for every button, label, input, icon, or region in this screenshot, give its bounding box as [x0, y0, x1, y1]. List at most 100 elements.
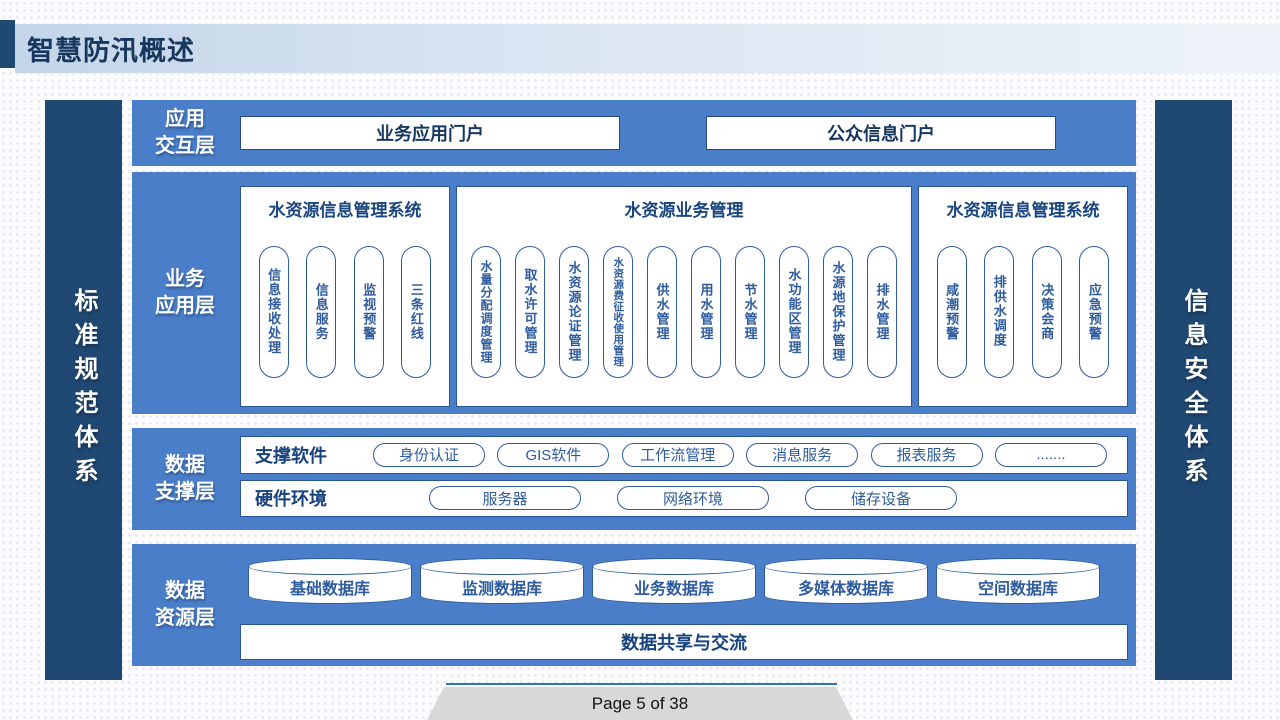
function-pill: 决策会商 [1031, 245, 1062, 378]
pillar-security-label: 信息安全体系 [1180, 288, 1207, 492]
function-pill: 水量分配调度管理 [471, 245, 501, 378]
layer-label-line: 应用层 [155, 295, 215, 317]
function-pills: 咸潮预警 排供水调度 决策会商 应急预警 [919, 221, 1127, 406]
database-cylinder: 空间数据库 [936, 558, 1100, 604]
function-pill: 应急预警 [1079, 245, 1110, 378]
function-pill-label: 水资源费征收使用管理 [612, 256, 625, 367]
support-pill: 消息服务 [746, 442, 859, 467]
architecture-diagram: 应用 交互层 业务应用门户 公众信息门户 业务 应用层 水资源信息管理系统 [132, 100, 1136, 666]
page-indicator: Page 5 of 38 [591, 693, 689, 713]
function-pill: 监视预警 [353, 245, 384, 378]
pillar-security: 信息安全体系 [1155, 100, 1232, 680]
support-pill: ....... [994, 442, 1107, 467]
layer-label-line: 业务 [165, 268, 205, 290]
support-row-label: 支撑软件 [255, 445, 327, 466]
portal-box: 业务应用门户 [240, 116, 620, 150]
layer-interaction-label: 应用 交互层 [132, 100, 238, 166]
cylinder-top [592, 558, 756, 575]
function-pill-label: 排水管理 [874, 282, 890, 341]
database-label: 业务数据库 [633, 581, 714, 598]
layer-business-label: 业务 应用层 [132, 172, 238, 414]
database-cylinder: 基础数据库 [248, 558, 412, 604]
function-pill: 咸潮预警 [936, 245, 967, 378]
function-pill: 水功能区管理 [779, 245, 809, 378]
database-cylinder: 业务数据库 [592, 558, 756, 604]
support-pill: 工作流管理 [621, 442, 734, 467]
function-pill-label: 应急预警 [1086, 282, 1102, 341]
database-label: 监测数据库 [461, 581, 542, 598]
function-pill-label: 节水管理 [742, 282, 758, 341]
support-pill: 储存设备 [805, 486, 957, 511]
function-pill: 信息接收处理 [258, 245, 289, 378]
cylinder-top [420, 558, 584, 575]
function-pill-label: 水功能区管理 [786, 268, 802, 355]
system-title: 水资源信息管理系统 [946, 201, 1100, 220]
system-card: 水资源信息管理系统 信息接收处理 信息服务 监视预警 三条红线 [240, 186, 450, 407]
pillar-standards: 标准规范体系 [45, 100, 122, 680]
system-card: 水资源信息管理系统 咸潮预警 排供水调度 决策会商 应急预警 [918, 186, 1128, 407]
function-pill-label: 咸潮预警 [944, 282, 960, 341]
function-pill-label: 决策会商 [1039, 282, 1055, 341]
database-label: 空间数据库 [977, 581, 1058, 598]
support-pill: GIS软件 [497, 442, 610, 467]
function-pill-label: 水源地保护管理 [830, 260, 846, 363]
page-indicator-plate: Page 5 of 38 [427, 687, 853, 720]
function-pill-label: 供水管理 [654, 282, 670, 341]
support-pill: 报表服务 [870, 442, 983, 467]
pillar-standards-label: 标准规范体系 [70, 288, 97, 492]
layer-label-line: 支撑层 [155, 481, 215, 503]
function-pill-label: 三条红线 [408, 282, 424, 341]
function-pill: 取水许可管理 [515, 245, 545, 378]
layer-resource: 数据 资源层 基础数据库 监测数据库 [132, 544, 1136, 666]
function-pills: 水量分配调度管理 取水许可管理 水资源论证管理 水资源费征收使用管理 供水管理 [457, 221, 911, 406]
layer-interaction: 应用 交互层 业务应用门户 公众信息门户 [132, 100, 1136, 166]
function-pills: 信息接收处理 信息服务 监视预警 三条红线 [241, 221, 449, 406]
system-title: 水资源业务管理 [624, 201, 744, 220]
support-pill: 网络环境 [617, 486, 769, 511]
cylinder-top [764, 558, 928, 575]
database-label: 基础数据库 [289, 581, 370, 598]
function-pill: 信息服务 [306, 245, 337, 378]
system-card: 水资源业务管理 水量分配调度管理 取水许可管理 水资源论证管理 水资源费 [456, 186, 912, 407]
cylinder-top [936, 558, 1100, 575]
support-pill: 服务器 [429, 486, 581, 511]
function-pill: 水源地保护管理 [823, 245, 853, 378]
function-pill-label: 信息服务 [313, 282, 329, 341]
layer-support-label: 数据 支撑层 [132, 428, 238, 530]
function-pill: 水资源论证管理 [559, 245, 589, 378]
function-pill-label: 用水管理 [698, 282, 714, 341]
system-title: 水资源信息管理系统 [268, 201, 422, 220]
portal-box: 公众信息门户 [706, 116, 1056, 150]
layer-label-line: 交互层 [155, 135, 215, 157]
footer-divider-line [446, 683, 837, 685]
data-share-bar: 数据共享与交流 [240, 624, 1128, 660]
function-pill: 排供水调度 [984, 245, 1015, 378]
function-pill: 用水管理 [691, 245, 721, 378]
layer-label-line: 数据 [165, 580, 205, 602]
support-row: 硬件环境 服务器 网络环境 储存设备 [240, 479, 1128, 517]
function-pill: 三条红线 [401, 245, 432, 378]
function-pill-label: 信息接收处理 [266, 268, 282, 355]
portal-row: 业务应用门户 公众信息门户 [240, 116, 1056, 150]
title-accent-bar [0, 20, 15, 68]
database-row: 基础数据库 监测数据库 业务数据库 [248, 558, 1100, 604]
layer-resource-label: 数据 资源层 [132, 544, 238, 666]
system-cards: 水资源信息管理系统 信息接收处理 信息服务 监视预警 三条红线 [240, 186, 1128, 407]
function-pill-label: 取水许可管理 [522, 268, 538, 355]
function-pill-label: 排供水调度 [991, 275, 1007, 348]
page-title: 智慧防汛概述 [27, 36, 195, 66]
database-label: 多媒体数据库 [797, 581, 894, 598]
support-row-label: 硬件环境 [255, 489, 327, 510]
function-pill-label: 水量分配调度管理 [479, 259, 493, 364]
layer-label-line: 数据 [165, 454, 205, 476]
function-pill-label: 监视预警 [361, 282, 377, 341]
support-pills: 服务器 网络环境 储存设备 [373, 486, 1113, 511]
function-pill: 排水管理 [867, 245, 897, 378]
layer-business: 业务 应用层 水资源信息管理系统 信息接收处理 信息服务 [132, 172, 1136, 414]
layer-label-line: 资源层 [155, 607, 215, 629]
